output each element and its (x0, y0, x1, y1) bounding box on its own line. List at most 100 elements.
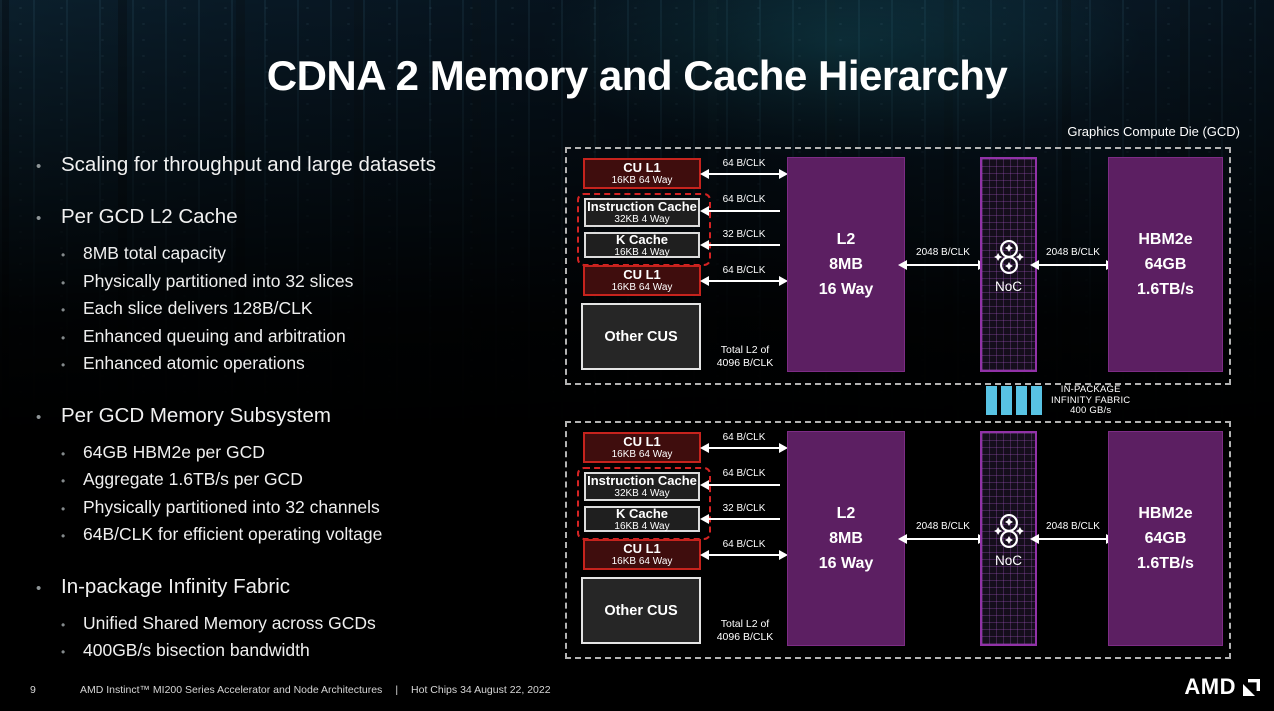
total-l2-label: Total L2 of 4096 B/CLK (706, 344, 784, 370)
double-arrow (700, 169, 788, 179)
gcd-die-box: CU L1 16KB 64 Way Instruction Cache 32KB… (565, 147, 1231, 385)
sub-bullet-item: • 64B/CLK for efficient operating voltage (61, 522, 576, 550)
double-arrow (1030, 260, 1115, 270)
instruction-cache-block: Instruction Cache 32KB 4 Way (584, 472, 700, 501)
cu-l1-block: CU L1 16KB 64 Way (583, 539, 701, 570)
hbm2e-block: HBM2e 64GB 1.6TB/s (1108, 431, 1223, 646)
sub-bullet-item: •Unified Shared Memory across GCDs (61, 611, 576, 639)
bandwidth-label: 32 B/CLK (722, 229, 766, 240)
block-line: 8MB (829, 530, 863, 547)
l2-cache-block: L2 8MB 16 Way (787, 157, 905, 372)
infinity-fabric-icon (993, 239, 1024, 274)
fabric-link-bar (1031, 386, 1042, 416)
sub-bullet-item: •Each slice delivers 128B/CLK (61, 296, 576, 324)
bullet-marker: • (61, 446, 66, 461)
sub-bullet-item: •Physically partitioned into 32 slices (61, 269, 576, 297)
sub-bullet-item: •Enhanced atomic operations (61, 351, 576, 379)
footer-right: Hot Chips 34 August 22, 2022 (411, 684, 551, 696)
sub-bullet-item: •400GB/s bisection bandwidth (61, 638, 576, 666)
sub-bullet-item: •Aggregate 1.6TB/s per GCD (61, 467, 576, 495)
block-title: CU L1 (623, 541, 661, 556)
block-title: K Cache (615, 231, 669, 247)
bullet-marker: • (61, 529, 66, 543)
noc-label: NoC (994, 278, 1022, 294)
bullet-marker: • (61, 617, 66, 632)
footer-left: AMD Instinct™ MI200 Series Accelerator a… (80, 684, 383, 696)
infinity-fabric-interconnect: IN-PACKAGE INFINITY FABRIC 400 GB/s (986, 384, 1131, 417)
bandwidth-label: 64 B/CLK (722, 432, 766, 443)
block-title: Other CUS (604, 328, 678, 345)
bandwidth-label: 2048 B/CLK (1046, 247, 1100, 258)
cu-l1-block: CU L1 16KB 64 Way (583, 432, 701, 463)
bullet-item: • Per GCD Memory Subsystem (36, 402, 576, 431)
fabric-label-line: 400 GB/s (1070, 405, 1112, 416)
bullet-text: In-package Infinity Fabric (61, 574, 291, 598)
bullet-marker: • (36, 210, 42, 227)
bandwidth-label: 64 B/CLK (722, 158, 766, 169)
fabric-link-bar (1016, 386, 1027, 416)
sub-bullet-text: 8MB total capacity (83, 243, 226, 263)
block-line: 1.6TB/s (1137, 555, 1194, 572)
amd-arrow-mark-icon (1243, 678, 1260, 696)
cu-l1-block: CU L1 16KB 64 Way (583, 265, 701, 296)
sub-bullet-item: • 64GB HBM2e per GCD (61, 440, 576, 468)
sub-bullet-item: • Physically partitioned into 32 channels (61, 495, 576, 523)
sub-bullet-text: 64GB HBM2e per GCD (83, 441, 265, 462)
block-line: L2 (836, 505, 856, 522)
bullet-group: •Per GCD L2 Cache•8MB total capacity•Phy… (36, 203, 576, 379)
noc-block: NoC (980, 431, 1037, 646)
block-subtitle: 16KB 4 Way (614, 246, 670, 258)
infinity-fabric-label: IN-PACKAGE INFINITY FABRIC 400 GB/s (1051, 384, 1131, 417)
block-title: K Cache (615, 505, 669, 521)
bandwidth-label: 64 B/CLK (722, 468, 766, 479)
block-subtitle: 16KB 64 Way (611, 556, 673, 567)
bullet-list: • Scaling for throughput and large datase… (36, 151, 576, 689)
bullet-group: •Scaling for throughput and large datase… (36, 151, 576, 180)
bandwidth-label: 64 B/CLK (722, 265, 766, 276)
bullet-group: • In-package Infinity Fabric •Unified Shar… (36, 573, 576, 666)
sub-bullet-text: Physically partitioned into 32 channels (83, 496, 380, 517)
block-line: HBM2e (1138, 505, 1193, 522)
sub-bullet-item: •8MB total capacity (61, 241, 576, 269)
bullet-marker: • (36, 579, 42, 597)
bullet-marker: • (61, 501, 66, 516)
infinity-fabric-links-icon (986, 386, 1042, 416)
bullet-item: • In-package Infinity Fabric (36, 573, 576, 602)
bullet-marker: • (61, 645, 66, 659)
bandwidth-label: 2048 B/CLK (916, 247, 970, 258)
double-arrow (898, 260, 987, 270)
block-subtitle: 32KB 4 Way (614, 488, 670, 499)
footer-separator: | (395, 684, 399, 696)
bullet-text: Per GCD Memory Subsystem (61, 403, 331, 427)
double-arrow (700, 443, 788, 453)
block-title: Instruction Cache (587, 473, 697, 488)
sub-bullet-text: Aggregate 1.6TB/s per GCD (83, 469, 303, 489)
sub-bullet-text: Enhanced queuing and arbitration (83, 325, 346, 346)
gcd-die-box: CU L1 16KB 64 Way Instruction Cache 32KB… (565, 421, 1231, 659)
bullet-text: Scaling for throughput and large dataset… (61, 153, 436, 176)
sub-bullet-list: •Unified Shared Memory across GCDs•400GB… (61, 611, 576, 666)
bandwidth-label: 2048 B/CLK (916, 521, 970, 532)
block-line: 8MB (829, 256, 863, 273)
bandwidth-label: 64 B/CLK (722, 194, 766, 205)
double-arrow (1030, 534, 1115, 544)
sub-bullet-list: •64GB HBM2e per GCD•Aggregate 1.6TB/s pe… (61, 440, 576, 550)
total-l2-line1: Total L2 of (720, 344, 770, 356)
sub-bullet-item: •Enhanced queuing and arbitration (61, 324, 576, 352)
hbm2e-block: HBM2e 64GB 1.6TB/s (1108, 157, 1223, 372)
total-l2-line2: 4096 B/CLK (716, 357, 774, 369)
bullet-marker: • (36, 408, 42, 426)
noc-block: NoC (980, 157, 1037, 372)
fabric-link-bar (986, 386, 997, 416)
total-l2-label: Total L2 of 4096 B/CLK (706, 618, 784, 644)
amd-logo-text: AMD (1184, 674, 1236, 699)
k-cache-block: K Cache 16KB 4 Way (584, 232, 700, 258)
sub-bullet-text: 64B/CLK for efficient operating voltage (83, 524, 383, 544)
infinity-fabric-icon (993, 513, 1024, 548)
fabric-label-line: INFINITY FABRIC (1051, 394, 1131, 406)
block-subtitle: 16KB 4 Way (614, 520, 670, 532)
block-title: CU L1 (623, 160, 661, 175)
sub-bullet-text: Enhanced atomic operations (83, 353, 305, 373)
bandwidth-label: 2048 B/CLK (1046, 521, 1100, 532)
